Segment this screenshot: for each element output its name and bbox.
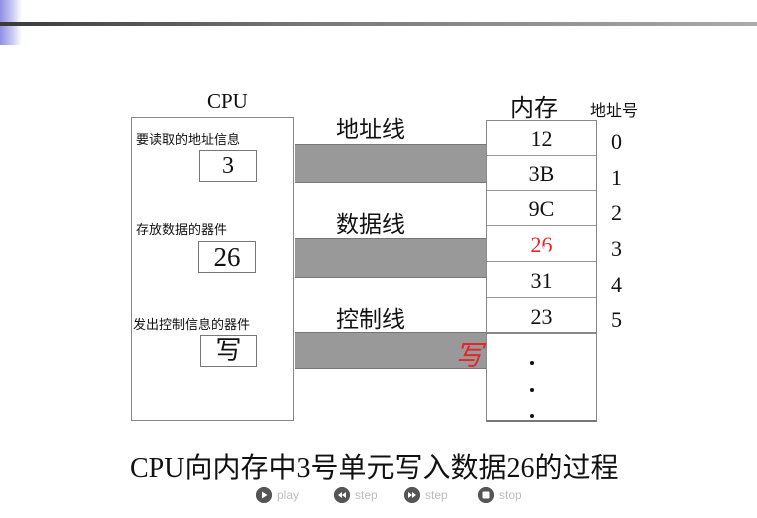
cpu-data-value: 26 (198, 241, 256, 273)
ellipsis-dot (530, 414, 534, 418)
ellipsis-dot (530, 361, 534, 365)
memory-cell: 31 (487, 263, 596, 298)
memory-title: 内存 (510, 94, 558, 122)
stop-button[interactable]: stop (478, 487, 522, 503)
memory-cell: 9C (487, 191, 596, 226)
address-bus-label: 地址线 (336, 117, 405, 143)
stop-label: stop (499, 488, 522, 502)
slide-header-rule (0, 22, 757, 26)
play-icon (256, 487, 272, 503)
step-forward-icon (404, 487, 420, 503)
control-bus-label: 控制线 (336, 307, 405, 333)
control-bus-write-signal: 写 (455, 339, 484, 372)
address-number: 1 (611, 165, 622, 190)
memory-box: 12 3B 9C 26 31 23 (486, 120, 597, 422)
step-forward-button[interactable]: step (404, 487, 448, 503)
cpu-title: CPU (207, 89, 248, 113)
diagram-caption: CPU向内存中3号单元写入数据26的过程 (130, 453, 619, 484)
ellipsis-dot (530, 388, 534, 392)
memory-cell-highlighted: 26 (487, 227, 596, 262)
memory-cell: 3B (487, 156, 596, 191)
play-button[interactable]: play (256, 487, 299, 503)
control-bus (295, 332, 486, 369)
address-number: 0 (611, 129, 622, 154)
cpu-data-label: 存放数据的器件 (136, 223, 228, 238)
memory-cell: 12 (487, 121, 596, 156)
address-number: 4 (611, 272, 622, 297)
play-label: play (277, 488, 300, 502)
address-number-header: 地址号 (590, 101, 639, 120)
step-forward-label: step (425, 488, 448, 502)
cpu-control-label: 发出控制信息的器件 (133, 318, 251, 333)
step-back-label: step (355, 488, 378, 502)
address-number: 5 (611, 307, 622, 332)
step-back-button[interactable]: step (334, 487, 378, 503)
step-back-icon (334, 487, 350, 503)
cpu-control-value: 写 (200, 335, 257, 367)
address-number: 3 (611, 236, 622, 261)
memory-cell: 23 (487, 299, 596, 334)
address-bus (295, 144, 486, 183)
data-bus (295, 238, 486, 278)
cpu-address-value: 3 (199, 150, 257, 182)
stop-icon (478, 487, 494, 503)
cpu-address-label: 要读取的地址信息 (136, 133, 241, 148)
data-bus-label: 数据线 (336, 212, 405, 238)
address-number: 2 (611, 200, 622, 225)
